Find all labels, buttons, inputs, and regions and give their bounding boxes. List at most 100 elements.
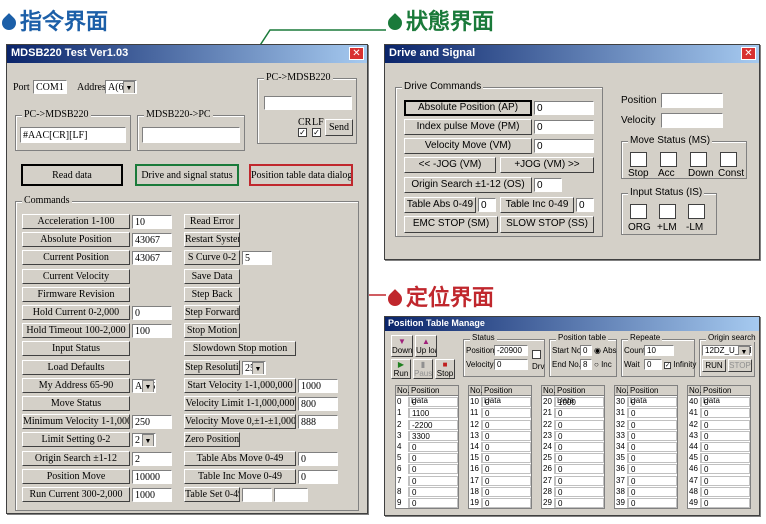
row-position-data[interactable]: 0 — [628, 497, 677, 508]
command-button[interactable]: Load Defaults — [22, 359, 130, 375]
command-button[interactable]: Acceleration 1-100 — [22, 214, 130, 229]
row-position-data[interactable]: 0 — [482, 397, 531, 408]
command-value-input[interactable] — [242, 488, 272, 502]
velocity-move-button[interactable]: Velocity Move (VM) — [404, 138, 532, 154]
command-value-input[interactable]: 800 — [298, 397, 338, 411]
command-button[interactable]: Velocity Move 0,±1-±1,000,000 — [184, 414, 296, 430]
row-position-data[interactable]: 0 — [628, 397, 677, 408]
row-position-data[interactable]: 0 — [482, 497, 531, 508]
row-position-data[interactable]: 0 — [482, 441, 531, 452]
command-button[interactable]: Current Velocity — [22, 268, 130, 284]
command-value-input[interactable]: 0 — [298, 469, 338, 484]
index-pulse-move-button[interactable]: Index pulse Move (PM) — [404, 119, 532, 135]
command-value-input[interactable]: 1000 — [132, 488, 172, 502]
row-position-data[interactable]: 0 — [555, 497, 604, 508]
command-button[interactable]: Current Position — [22, 250, 130, 266]
command-button[interactable]: Hold Timeout 100-2,000 — [22, 323, 130, 339]
row-position-data[interactable]: 0 — [628, 408, 677, 419]
command-button[interactable]: Position Move — [22, 468, 130, 484]
slow-stop-button[interactable]: SLOW STOP (SS) — [500, 216, 594, 233]
command-button[interactable]: Step Resolution — [184, 359, 240, 375]
row-position-data[interactable]: 0 — [701, 430, 750, 441]
command-button[interactable]: Stop Motion — [184, 323, 240, 339]
address-select[interactable]: A(65) — [105, 80, 137, 94]
command-value-input[interactable]: 43067 — [132, 251, 172, 266]
origin-search-button[interactable]: Origin Search ±1-12 (OS) — [404, 177, 532, 193]
row-position-data[interactable]: 0 — [628, 475, 677, 486]
jog-plus-button[interactable]: +JOG (VM) >> — [500, 157, 594, 173]
command-value-input[interactable]: 10 — [132, 215, 172, 229]
read-data-button[interactable]: Read data — [21, 164, 123, 186]
row-position-data[interactable]: 0 — [701, 419, 750, 430]
command-button[interactable]: Table Set 0-49 — [184, 487, 240, 502]
infinity-checkbox[interactable]: ✓ Infinity — [664, 360, 697, 369]
command-button[interactable]: S Curve 0-2 — [184, 250, 240, 266]
origin-search-select[interactable]: 12DZ_U_H_P — [702, 345, 752, 356]
command-button[interactable]: Origin Search ±1-12 — [22, 450, 130, 466]
drive-signal-status-button[interactable]: Drive and signal status — [135, 164, 239, 186]
command-button[interactable]: Limit Setting 0-2 — [22, 432, 130, 448]
table-abs-button[interactable]: Table Abs 0-49 — [404, 197, 476, 213]
command-button[interactable]: Hold Current 0-2,000 — [22, 305, 130, 320]
jog-minus-button[interactable]: << -JOG (VM) — [404, 157, 496, 173]
command-button[interactable]: Table Inc Move 0-49 — [184, 468, 296, 484]
row-position-data[interactable]: 0 — [628, 430, 677, 441]
row-position-data[interactable]: 0 — [409, 497, 458, 508]
command-button[interactable]: My Address 65-90 — [22, 377, 130, 393]
origin-stop-button[interactable]: STOP — [728, 359, 752, 372]
cr-checkbox[interactable]: ✓ — [298, 128, 307, 137]
row-position-data[interactable]: 0 — [555, 419, 604, 430]
command-button[interactable]: Zero Position — [184, 432, 240, 448]
row-position-data[interactable]: 0 — [555, 486, 604, 497]
row-position-data[interactable]: 0 — [482, 475, 531, 486]
row-position-data[interactable]: 0 — [482, 430, 531, 441]
pc-to-mdsb-top-input[interactable] — [264, 96, 352, 110]
row-position-data[interactable]: 0 — [482, 464, 531, 475]
row-position-data[interactable]: 0 — [701, 453, 750, 464]
row-position-data[interactable]: 0 — [628, 464, 677, 475]
command-value-input[interactable]: A(65) — [132, 378, 156, 393]
up-load-button[interactable]: ▲Up load — [415, 335, 437, 357]
abs-radio[interactable]: ◉ Abs — [594, 346, 617, 355]
count-input[interactable]: 10 — [644, 345, 674, 356]
command-value-input[interactable]: 5 — [242, 251, 272, 266]
row-position-data[interactable]: 0 — [701, 486, 750, 497]
row-position-data[interactable]: 0 — [701, 397, 750, 408]
command-value-input[interactable]: 43067 — [132, 233, 172, 248]
row-position-data[interactable]: 1100 — [409, 408, 458, 419]
row-position-data[interactable]: 0 — [701, 464, 750, 475]
index-pulse-input[interactable]: 0 — [534, 120, 594, 134]
row-position-data[interactable]: 0 — [701, 441, 750, 452]
row-position-data[interactable]: 0 — [628, 453, 677, 464]
command-button[interactable]: Input Status — [22, 341, 130, 357]
command-button[interactable]: Firmware Revision — [22, 286, 130, 302]
command-button[interactable]: Step Back — [184, 286, 240, 302]
row-position-data[interactable]: 0 — [628, 486, 677, 497]
table-inc-button[interactable]: Table Inc 0-49 — [500, 197, 574, 213]
wait-input[interactable]: 0 — [644, 359, 662, 370]
